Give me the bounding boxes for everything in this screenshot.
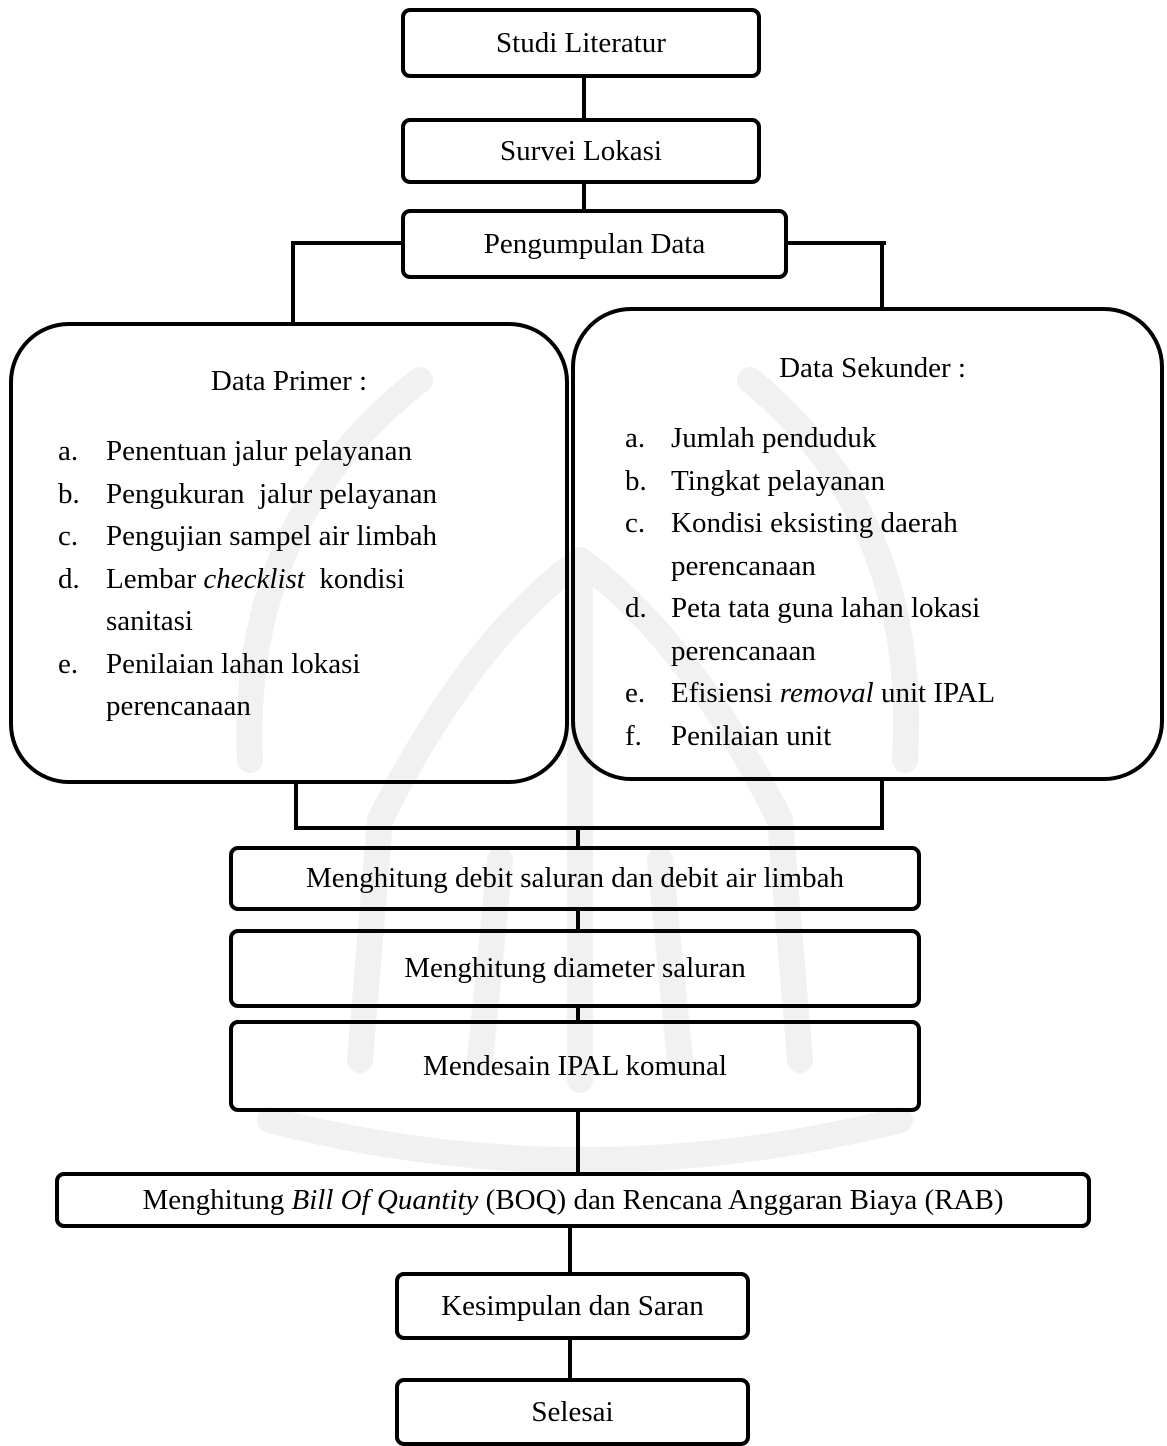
list-text: Jumlah penduduk <box>671 422 877 454</box>
list-text: Pengukuran jalur pelayanan <box>106 477 437 510</box>
list-item: e. Penilaian lahan lokasi perencanaan <box>58 643 538 728</box>
connector-line <box>786 241 886 245</box>
connector-line <box>294 826 884 830</box>
list-text: Penilaian unit <box>671 719 832 752</box>
list-item: f. Penilaian unit <box>625 715 1105 758</box>
list-item: b. Tingkat pelayanan <box>625 460 1105 503</box>
step-pengumpulan-data: Pengumpulan Data <box>401 209 788 279</box>
data-sekunder-title: Data Sekunder : <box>779 352 966 384</box>
list-item: b. Pengukuran jalur pelayanan <box>58 473 538 516</box>
connector-line <box>880 241 884 309</box>
boq-emphasis: Bill Of Quantity <box>291 1183 479 1216</box>
list-text: Tingkat pelayanan <box>671 464 885 497</box>
list-item: e. Efisiensi removal unit IPAL <box>625 672 1105 715</box>
connector-line <box>568 1226 572 1274</box>
list-item: c. Pengujian sampel air limbah <box>58 515 538 558</box>
connector-line <box>576 1006 580 1022</box>
step-mendesain-ipal: Mendesain IPAL komunal <box>229 1020 921 1112</box>
list-item: d. Peta tata guna lahan lokasi perencana… <box>625 587 1105 672</box>
list-item: c. Kondisi eksisting daerah perencanaan <box>625 502 1105 587</box>
list-text: Efisiensi removal unit IPAL <box>671 677 996 709</box>
list-text: Pengujian sampel air limbah <box>106 520 438 552</box>
connector-line <box>576 909 580 931</box>
step-label: Mendesain IPAL komunal <box>423 1049 727 1082</box>
step-label: Menghitung debit saluran dan debit air l… <box>306 862 844 894</box>
connector-line <box>291 241 295 323</box>
data-sekunder-box: Data Sekunder : a. Jumlah penduduk b. Ti… <box>571 307 1164 781</box>
step-label: Menghitung diameter saluran <box>404 952 746 984</box>
list-marker: d. <box>625 592 647 624</box>
list-text: Kondisi eksisting daerah perencanaan <box>671 507 958 582</box>
list-item: a. Penentuan jalur pelayanan <box>58 430 538 473</box>
connector-line <box>582 182 586 210</box>
connector-line <box>294 782 298 830</box>
list-marker: e. <box>625 677 646 709</box>
checklist-emphasis: checklist <box>203 562 305 595</box>
connector-line <box>880 778 884 830</box>
list-text: Penilaian lahan lokasi perencanaan <box>106 647 361 723</box>
connector-line <box>291 241 403 245</box>
step-menghitung-diameter: Menghitung diameter saluran <box>229 929 921 1008</box>
connector-line <box>582 75 586 120</box>
list-marker: a. <box>58 435 79 467</box>
data-primer-box: Data Primer : a. Penentuan jalur pelayan… <box>9 322 569 784</box>
list-marker: f. <box>625 719 642 752</box>
data-primer-title: Data Primer : <box>210 365 368 397</box>
list-item: a. Jumlah penduduk <box>625 417 1105 460</box>
connector-line <box>568 1338 572 1380</box>
list-marker: b. <box>58 477 80 510</box>
step-label: Studi Literatur <box>496 26 666 59</box>
connector-line <box>576 826 580 848</box>
step-label: Selesai <box>531 1395 614 1428</box>
removal-emphasis: removal <box>779 677 874 709</box>
list-text: Peta tata guna lahan lokasi perencanaan <box>671 592 981 667</box>
step-menghitung-debit: Menghitung debit saluran dan debit air l… <box>229 846 921 911</box>
list-marker: c. <box>625 507 646 539</box>
list-text: Lembar checklist kondisi sanitasi <box>106 562 413 638</box>
step-menghitung-boq-rab: Menghitung Bill Of Quantity (BOQ) dan Re… <box>55 1172 1091 1228</box>
list-text: Penentuan jalur pelayanan <box>106 435 412 467</box>
step-studi-literatur: Studi Literatur <box>401 8 761 78</box>
list-item: d. Lembar checklist kondisi sanitasi <box>58 558 538 643</box>
list-marker: d. <box>58 562 80 595</box>
list-marker: a. <box>625 422 646 454</box>
list-marker: c. <box>58 520 79 552</box>
step-label: Kesimpulan dan Saran <box>441 1289 704 1322</box>
step-label: Survei Lokasi <box>500 134 662 167</box>
step-label: Pengumpulan Data <box>483 227 706 260</box>
list-marker: b. <box>625 464 647 497</box>
data-primer-list: a. Penentuan jalur pelayanan b. Pengukur… <box>58 430 538 728</box>
step-label: Menghitung Bill Of Quantity (BOQ) dan Re… <box>142 1183 1004 1216</box>
step-selesai: Selesai <box>395 1378 750 1446</box>
step-kesimpulan-saran: Kesimpulan dan Saran <box>395 1272 750 1340</box>
connector-line <box>576 1110 580 1174</box>
step-survei-lokasi: Survei Lokasi <box>401 118 761 184</box>
list-marker: e. <box>58 647 79 680</box>
data-sekunder-list: a. Jumlah penduduk b. Tingkat pelayanan … <box>625 417 1105 757</box>
